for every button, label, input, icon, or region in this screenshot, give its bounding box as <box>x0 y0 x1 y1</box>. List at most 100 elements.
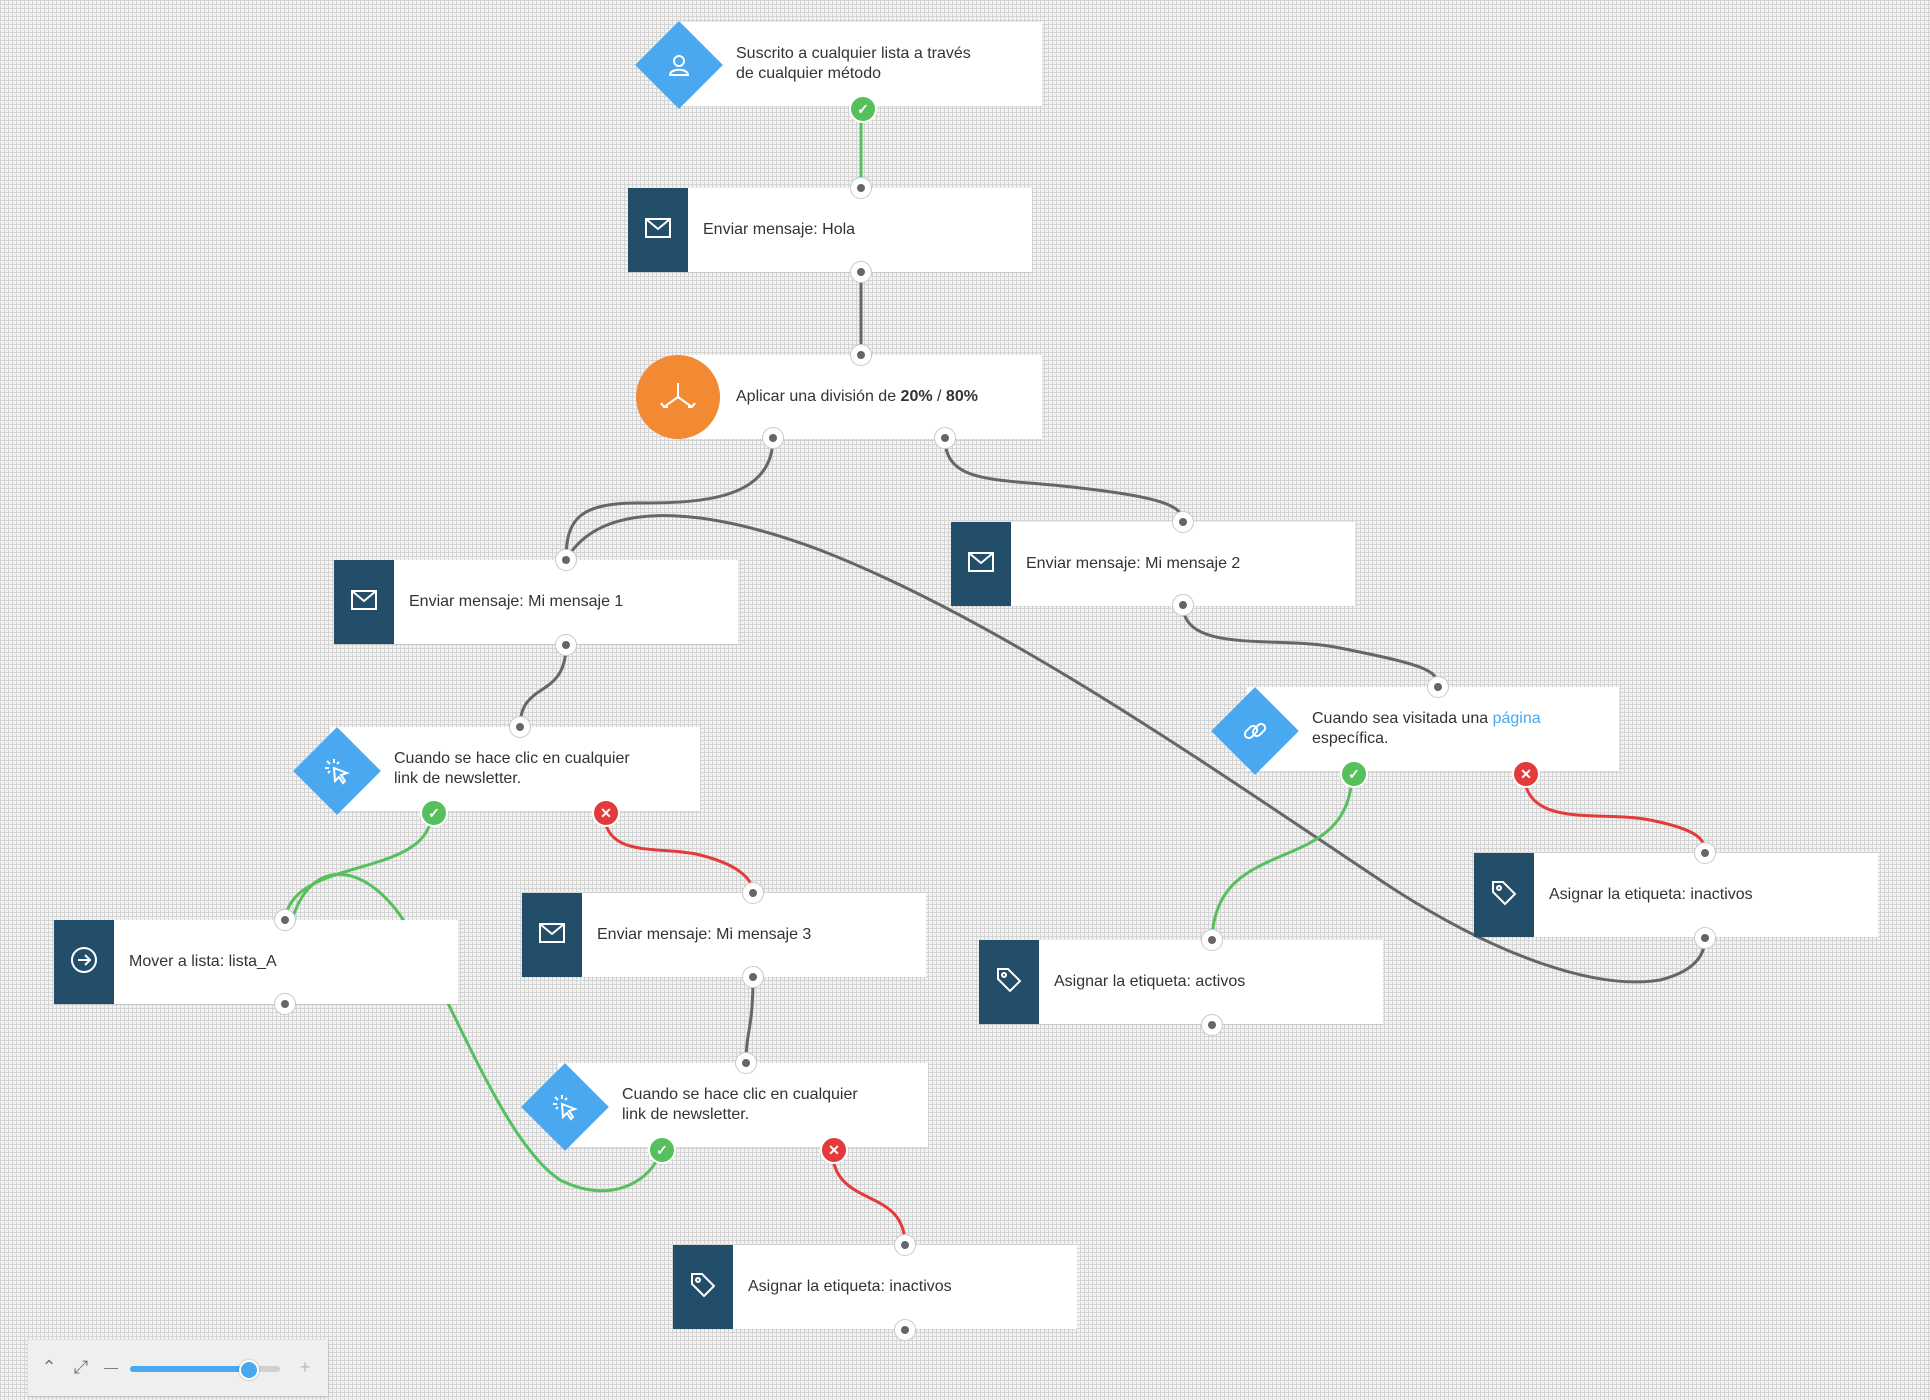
zoom-out-button[interactable]: — <box>104 1359 118 1375</box>
cursor-click-icon <box>545 1087 585 1127</box>
tag-activos-node[interactable]: Asignar la etiqueta: activos <box>979 940 1383 1024</box>
port-hola-out[interactable] <box>850 261 872 283</box>
port-visit-in[interactable] <box>1427 676 1449 698</box>
send-hola-label: Enviar mensaje: Hola <box>703 221 856 238</box>
tag-inactivos-bottom-label: Asignar la etiqueta: inactivos <box>748 1278 952 1295</box>
split-label-prefix: Aplicar una división de <box>736 388 901 405</box>
send-message-hola-node[interactable]: Enviar mensaje: Hola <box>628 188 1032 272</box>
send-m1-label: Enviar mensaje: Mi mensaje 1 <box>409 593 624 610</box>
click1-label-line2: link de newsletter. <box>394 770 522 787</box>
click-condition-1-node[interactable]: Cuando se hace clic en cualquier link de … <box>330 727 700 811</box>
link-icon <box>1235 711 1275 751</box>
port-tag-inactivos-bottom-out[interactable] <box>894 1319 916 1341</box>
tag-inactivos-right-label: Asignar la etiqueta: inactivos <box>1549 886 1753 903</box>
send-m1-tile <box>334 560 394 644</box>
zoom-slider[interactable] <box>130 1360 280 1380</box>
port-move-out[interactable] <box>274 993 296 1015</box>
port-tag-inactivos-right-out[interactable] <box>1694 927 1716 949</box>
tag-inactivos-bottom-tile <box>673 1245 733 1329</box>
visit-label-prefix: Cuando sea visitada una <box>1312 710 1493 727</box>
port-move-in[interactable] <box>274 909 296 931</box>
wire-click1-ok-to-click2ok <box>290 872 662 1193</box>
wire-m2-to-visit <box>1181 604 1440 688</box>
user-icon <box>659 45 699 85</box>
port-click2-in[interactable] <box>735 1052 757 1074</box>
visit-yes-badge[interactable]: ✓ <box>1340 760 1368 788</box>
wire-click1-ok-to-move <box>283 810 434 921</box>
port-m2-out[interactable] <box>1172 594 1194 616</box>
click2-label-line1: Cuando se hace clic en cualquier <box>622 1086 858 1103</box>
send-hola-tile <box>628 188 688 272</box>
port-split-out-a[interactable] <box>762 427 784 449</box>
port-m1-in[interactable] <box>555 549 577 571</box>
trigger-label: Suscrito a cualquier lista a través de cu… <box>736 22 971 84</box>
send-message-m1-node[interactable]: Enviar mensaje: Mi mensaje 1 <box>334 560 738 644</box>
arrow-right-circle-icon <box>70 946 98 979</box>
wire-visit-no-to-inactivos <box>1522 771 1707 854</box>
visit-label-line2: específica. <box>1312 730 1389 747</box>
port-m2-in[interactable] <box>1172 511 1194 533</box>
click2-yes-badge[interactable]: ✓ <box>648 1136 676 1164</box>
zoom-slider-fill <box>130 1366 247 1372</box>
click2-no-badge[interactable]: ✕ <box>820 1136 848 1164</box>
move-tile <box>54 920 114 1004</box>
trigger-label-line1: Suscrito a cualquier lista a través <box>736 45 971 62</box>
send-m2-tile <box>951 522 1011 606</box>
port-m3-in[interactable] <box>742 882 764 904</box>
visit-page-link[interactable]: página <box>1492 710 1541 727</box>
trigger-yes-badge[interactable]: ✓ <box>849 95 877 123</box>
visit-condition-node[interactable]: Cuando sea visitada una página específica… <box>1247 687 1619 771</box>
move-to-list-node[interactable]: Mover a lista: lista_A <box>54 920 458 1004</box>
tag-inactivos-right-tile <box>1474 853 1534 937</box>
port-split-out-b[interactable] <box>934 427 956 449</box>
wire-split-b-to-m2 <box>943 437 1185 523</box>
trigger-label-line2: de cualquier método <box>736 65 881 82</box>
port-tag-activos-in[interactable] <box>1201 929 1223 951</box>
tag-icon <box>1490 879 1518 912</box>
envelope-icon <box>968 551 994 577</box>
chevron-up-double-icon[interactable]: ⌃ <box>41 1357 57 1377</box>
split-ratio-sep: / <box>932 388 946 405</box>
zoom-in-button[interactable]: + <box>299 1357 311 1377</box>
port-tag-activos-out[interactable] <box>1201 1014 1223 1036</box>
zoom-slider-handle[interactable] <box>239 1360 259 1380</box>
wire-click1-no-to-m3 <box>602 810 755 894</box>
port-split-in[interactable] <box>850 344 872 366</box>
envelope-icon <box>645 217 671 243</box>
port-m1-out[interactable] <box>555 634 577 656</box>
split-icon <box>636 355 720 439</box>
send-message-m2-node[interactable]: Enviar mensaje: Mi mensaje 2 <box>951 522 1355 606</box>
port-hola-in[interactable] <box>850 177 872 199</box>
visit-no-badge[interactable]: ✕ <box>1512 760 1540 788</box>
port-click1-in[interactable] <box>509 716 531 738</box>
split-node[interactable]: Aplicar una división de 20% / 80% <box>678 355 1042 439</box>
zoom-control: ⌃ ⤢ — + <box>28 1340 328 1396</box>
wire-m1-to-click1 <box>518 644 568 728</box>
tag-activos-tile <box>979 940 1039 1024</box>
port-tag-inactivos-bottom-in[interactable] <box>894 1234 916 1256</box>
port-tag-inactivos-right-in[interactable] <box>1694 842 1716 864</box>
wire-click2-no-to-tag <box>830 1147 907 1246</box>
click1-yes-badge[interactable]: ✓ <box>420 799 448 827</box>
click1-no-badge[interactable]: ✕ <box>592 799 620 827</box>
send-message-m3-node[interactable]: Enviar mensaje: Mi mensaje 3 <box>522 893 926 977</box>
envelope-icon <box>351 589 377 615</box>
click1-label-line1: Cuando se hace clic en cualquier <box>394 750 630 767</box>
tag-icon <box>689 1271 717 1304</box>
wire-m3-to-click2 <box>744 976 755 1064</box>
trigger-node[interactable]: Suscrito a cualquier lista a través de cu… <box>678 22 1042 106</box>
envelope-icon <box>539 922 565 948</box>
wire-split-a-to-m1 <box>564 437 775 561</box>
tag-icon <box>995 966 1023 999</box>
send-m3-label: Enviar mensaje: Mi mensaje 3 <box>597 926 812 943</box>
wire-split-to-inactivos-long <box>564 514 1707 984</box>
split-ratio-a: 20% <box>900 388 933 405</box>
tag-inactivos-bottom-node[interactable]: Asignar la etiqueta: inactivos <box>673 1245 1077 1329</box>
port-m3-out[interactable] <box>742 966 764 988</box>
fit-screen-icon[interactable]: ⤢ <box>73 1357 89 1377</box>
tag-inactivos-right-node[interactable]: Asignar la etiqueta: inactivos <box>1474 853 1878 937</box>
